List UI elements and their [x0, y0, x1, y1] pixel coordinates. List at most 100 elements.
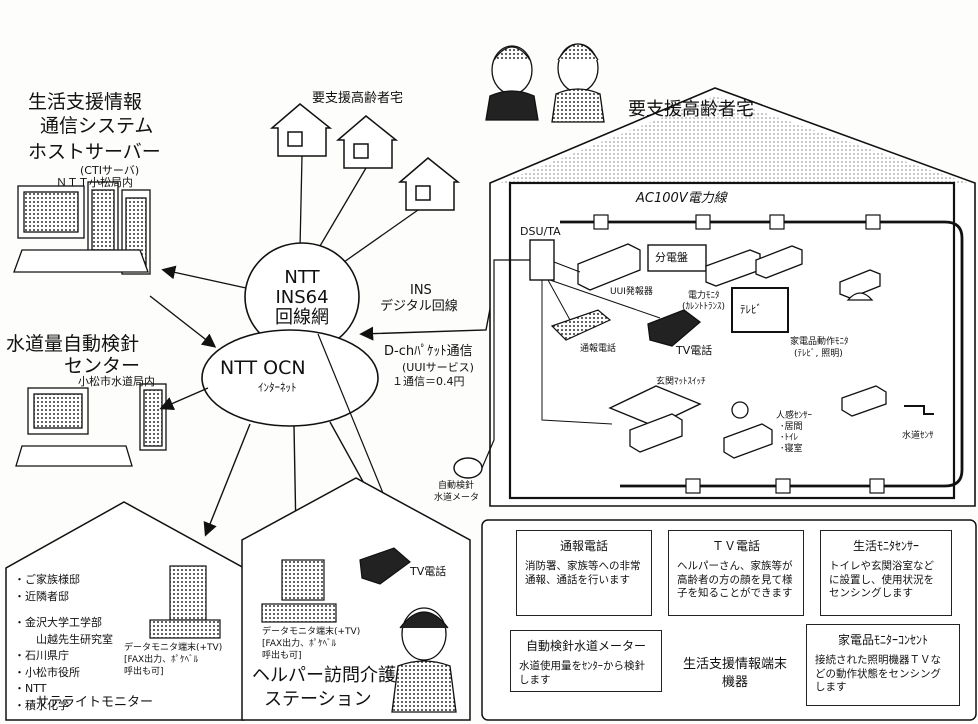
water-meter-link [481, 259, 530, 469]
motion-sensor-room-1: ･居間 [780, 422, 803, 432]
satellite-terminal-sub2: 呼出も可] [124, 667, 164, 677]
helper-terminal-sub1: [FAX出力、ﾎﾟｹﾍﾞﾙ [262, 639, 337, 649]
motion-sensor-room-3: ･寝室 [780, 444, 803, 454]
legend-life-monitor-sensor-title: 生活ﾓﾆﾀｾﾝｻｰ [852, 539, 919, 553]
doormat-switch [608, 385, 702, 427]
satellite-monitor-house [5, 501, 245, 721]
dsu-ta-device [529, 239, 555, 281]
digital-line-label: デジタル回線 [380, 299, 458, 314]
satellite-list: ・ご家族様邸 ・近隣者邸 ・金沢大学工学部 山越先生研究室 ・石川県庁 ・小松市… [14, 572, 113, 714]
faucet [904, 405, 934, 415]
power-outlets [593, 214, 885, 494]
helper-station-terminal [261, 547, 411, 623]
water-center-location: 小松市水道局内 [78, 375, 155, 388]
arrow-ins64-to-host [161, 265, 247, 289]
legend-life-monitor-sensor: 生活ﾓﾆﾀｾﾝｻｰ トイレや玄関浴室などに設置し、使用状況をセンシングします [820, 530, 952, 616]
dsu-ta-label: DSU/TA [520, 225, 561, 238]
legend-appliance-outlet-desc: 接続された照明機器ＴＶなどの動作状態をセンシングします [815, 654, 941, 694]
water-center-title-line1: 水道量自動検針 [6, 333, 140, 355]
satellite-monitor-terminal [149, 565, 221, 639]
ocn-label: NTT OCN [220, 357, 306, 379]
helper-station-title-line1: ヘルパー訪問介護 [252, 665, 396, 686]
elderly-homes-label: 要支援高齢者宅 [312, 91, 404, 106]
ntt-ocn-internet-node [201, 329, 379, 427]
emergency-phone-device [550, 309, 612, 341]
ac100v-power-line [560, 220, 964, 488]
helper-terminal-label: データモニタ端末(+TV) [262, 627, 361, 637]
motion-sensor-room-2: ･ﾄｲﾚ [780, 433, 799, 443]
legend-water-meter-desc: 水道使用量をｾﾝﾀｰから検針します [519, 660, 645, 686]
legend-emergency-phone-desc: 消防署、家族等への非常通報、通話を行います [525, 560, 641, 586]
ins64-label-line2: INS64 [275, 287, 329, 308]
legend-terminal-caption: 生活支援情報端末機器 [682, 657, 787, 691]
doormat-switch-label: 玄関ﾏｯﾄｽｲｯﾁ [656, 377, 706, 387]
host-cti-label: (CTIサーバ) [80, 164, 140, 177]
tv-phone-label: TV電話 [676, 344, 713, 357]
legend-tv-phone-desc: ヘルパーさん、家族等が高齢者の方の顔を見て様子を知ることができます [677, 560, 793, 600]
helper-person-illustration [391, 607, 457, 713]
host-location-label: ＮＴＴ小松局内 [56, 176, 133, 189]
helper-station-house [241, 477, 471, 721]
helper-station-title-line2: ステーション [264, 689, 372, 710]
legend-water-meter-title: 自動検針水道メーター [525, 639, 646, 653]
current-transformer-label: (ｶﾚﾝﾄﾄﾗﾝｽ) [682, 302, 726, 312]
legend-water-meter: 自動検針水道メーター 水道使用量をｾﾝﾀｰから検針します [510, 630, 662, 692]
uui-service-label: (UUIサービス) [402, 361, 474, 374]
legend-tv-phone: ＴＶ電話 ヘルパーさん、家族等が高齢者の方の顔を見て様子を知ることができます [668, 530, 804, 616]
water-meter-label-line1: 自動検針 [438, 481, 475, 491]
uui-generator-device [577, 243, 641, 291]
tv-label: ﾃﾚﾋﾞ [740, 303, 762, 316]
satellite-station-title: サテライトモニター [36, 695, 154, 710]
small-house-3 [397, 157, 461, 211]
helper-terminal-sub2: 呼出も可] [262, 651, 302, 661]
doormat-switch-controller [629, 413, 683, 453]
appliance-monitor-device [755, 245, 803, 279]
lamp-monitor-device [839, 269, 881, 299]
motion-sensor-device [731, 401, 749, 419]
satellite-item-2: ・近隣者邸 [14, 589, 69, 603]
satellite-terminal-sub1: [FAX出力、ﾎﾟｹﾍﾞﾙ [124, 655, 199, 665]
legend-emergency-phone: 通報電話 消防署、家族等への非常通報、通話を行います [516, 530, 652, 616]
host-system-title-line1: 生活支援情報 [28, 91, 143, 113]
host-system-title-line2: 通信システム [40, 115, 154, 137]
appliance-monitor-sub: (ﾃﾚﾋﾞ, 照明) [794, 349, 843, 359]
small-house-1 [269, 103, 333, 157]
uui-generator-label: UUI発報器 [610, 287, 653, 297]
host-server-label: ホストサーバー [28, 141, 161, 163]
emergency-phone-label: 通報電話 [580, 344, 617, 354]
water-meter-label-line2: 水道メータ [434, 493, 480, 503]
legend-appliance-outlet: 家電品ﾓﾆﾀｰｺﾝｾﾝﾄ 接続された照明機器ＴＶなどの動作状態をセンシングします [806, 624, 960, 706]
legend-appliance-outlet-title: 家電品ﾓﾆﾀｰｺﾝｾﾝﾄ [837, 633, 928, 647]
motion-sensor-label: 人感ｾﾝｻｰ [776, 411, 813, 421]
small-house-2 [335, 115, 399, 169]
elderly-couple-illustration [485, 43, 605, 123]
distribution-board-label: 分電盤 [655, 251, 688, 264]
appliance-monitor-label: 家電品動作ﾓﾆﾀ [790, 337, 849, 347]
water-center-title-line2: センター [64, 355, 141, 377]
satellite-item-7: ・NTT [14, 682, 47, 695]
helper-tv-phone-label: TV電話 [410, 565, 447, 578]
satellite-item-5: ・石川県庁 [14, 649, 69, 662]
internet-label: ｲﾝﾀｰﾈｯﾄ [258, 381, 297, 394]
distribution-board [647, 244, 707, 272]
dch-packet-label: D-chﾊﾟｹｯﾄ通信 [384, 344, 473, 359]
arrow-ocn-to-water-center [159, 387, 209, 410]
arrow-ocn-to-satellite [203, 423, 251, 537]
arrow-host-to-ocn [149, 295, 217, 348]
ins64-label-line1: NTT [284, 267, 320, 288]
legend-life-monitor-sensor-desc: トイレや玄関浴室などに設置し、使用状況をセンシングします [829, 560, 934, 600]
link-ins64-to-helper-phone [317, 333, 395, 521]
ceiling-lamp [846, 292, 874, 301]
cost-label: １通信＝0.4円 [392, 375, 465, 388]
satellite-item-6: ・小松市役所 [14, 665, 80, 679]
satellite-item-4: 山越先生研究室 [36, 632, 113, 646]
ins64-label-line3: 回線網 [275, 307, 329, 328]
satellite-terminal-label: データモニタ端末(+TV) [124, 643, 223, 653]
house-link-2 [319, 167, 367, 247]
ins-label: INS [410, 283, 432, 298]
motion-sensor-controller [723, 423, 773, 459]
water-meter-device [453, 457, 483, 479]
satellite-item-1: ・ご家族様邸 [14, 573, 80, 586]
house-link-1 [299, 155, 303, 249]
water-sensor-label: 水道ｾﾝｻ [902, 431, 934, 441]
